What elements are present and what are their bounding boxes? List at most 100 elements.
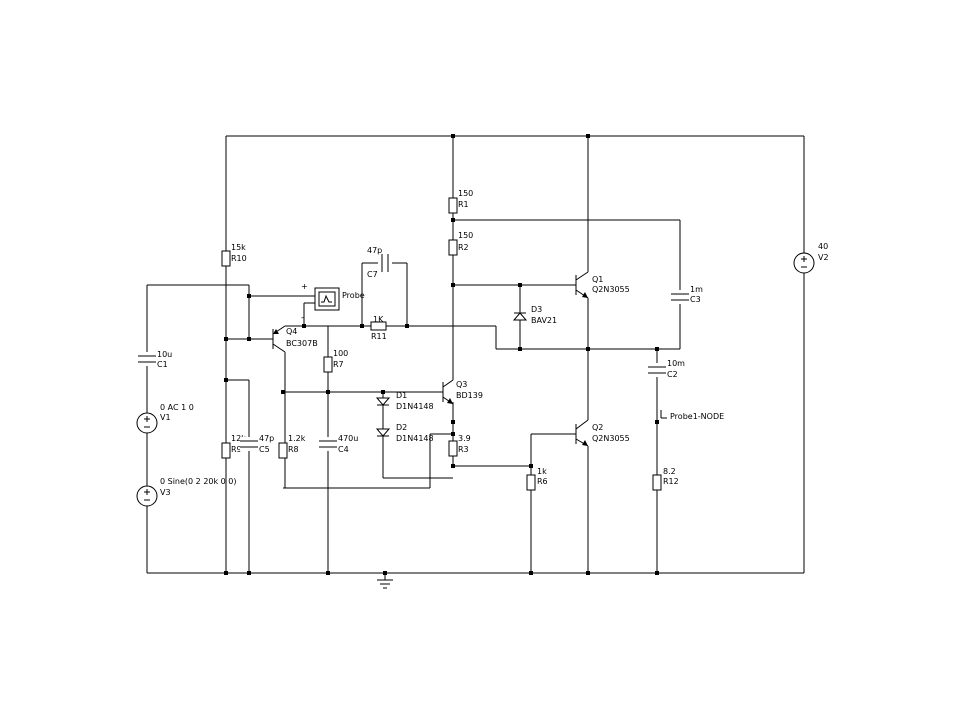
- d2-value: D1N4148: [396, 434, 434, 443]
- resistor-body[interactable]: [448, 239, 458, 256]
- resistor-r8[interactable]: 1.2k R8: [278, 434, 306, 459]
- probe-node-label: Probe1-NODE: [670, 412, 724, 421]
- resistor-r12[interactable]: 8.2 R12: [652, 467, 679, 491]
- transistor-q3[interactable]: Q3 BD139: [442, 379, 483, 405]
- v3-ref: V3: [160, 488, 171, 497]
- resistor-body[interactable]: [526, 474, 536, 491]
- resistor-r2[interactable]: 150 R2: [448, 231, 473, 256]
- voltage-source-v2[interactable]: 40 V2: [793, 242, 829, 274]
- probe-node-marker[interactable]: Probe1-NODE: [660, 410, 724, 421]
- r1-value: 150: [458, 189, 473, 198]
- resistor-body[interactable]: [221, 442, 231, 459]
- v1-value: 0 AC 1 0: [160, 403, 194, 412]
- d3-value: BAV21: [531, 316, 557, 325]
- capacitor-c3[interactable]: 1m C3: [671, 285, 703, 304]
- q1-value: Q2N3055: [592, 285, 630, 294]
- c3-ref: C3: [690, 295, 701, 304]
- r1-ref: R1: [458, 200, 469, 209]
- r7-ref: R7: [333, 360, 344, 369]
- r10-ref: R10: [231, 254, 247, 263]
- wires: [146, 135, 805, 574]
- c2-ref: C2: [667, 370, 678, 379]
- resistor-body[interactable]: [323, 356, 333, 373]
- voltage-source-v1[interactable]: 0 AC 1 0 V1: [136, 403, 194, 434]
- r3-value: 3.9: [458, 434, 471, 443]
- v3-value: 0 Sine(0 2 20k 0 0): [160, 477, 237, 486]
- transistor-q4[interactable]: Q4 BC307B: [272, 325, 318, 353]
- probe-minus: -: [301, 313, 304, 322]
- capacitor-c7[interactable]: 47p C7: [367, 246, 392, 279]
- resistor-r1[interactable]: 150 R1: [448, 189, 473, 214]
- c4-ref: C4: [338, 445, 349, 454]
- voltage-source-icon[interactable]: [136, 412, 158, 434]
- r3-ref: R3: [458, 445, 469, 454]
- diode-d2[interactable]: D2 D1N4148: [375, 423, 434, 443]
- resistor-body[interactable]: [448, 197, 458, 214]
- c5-ref: C5: [259, 445, 270, 454]
- resistor-r3[interactable]: 3.9 R3: [448, 434, 471, 457]
- ground-icon: [377, 573, 393, 589]
- q2-value: Q2N3055: [592, 434, 630, 443]
- capacitor-c2[interactable]: 10m C2: [648, 359, 685, 379]
- r6-ref: R6: [537, 477, 548, 486]
- resistor-body[interactable]: [278, 442, 288, 459]
- capacitor-c5[interactable]: 47p C5: [240, 434, 274, 454]
- r2-value: 150: [458, 231, 473, 240]
- r2-ref: R2: [458, 243, 469, 252]
- c7-ref: C7: [367, 270, 378, 279]
- r11-ref: R11: [371, 332, 387, 341]
- diode-d3[interactable]: D3 BAV21: [512, 305, 557, 325]
- probe-plus: +: [301, 282, 308, 291]
- r9-value: 12k: [231, 434, 246, 443]
- probe-label: Probe: [342, 291, 365, 300]
- q3-value: BD139: [456, 391, 483, 400]
- v2-ref: V2: [818, 253, 829, 262]
- r11-value: 1K: [373, 315, 384, 324]
- probe[interactable]: + - Probe: [301, 282, 365, 326]
- capacitor-c1[interactable]: 10u C1: [138, 350, 172, 369]
- transistor-q2[interactable]: Q2 Q2N3055: [575, 419, 630, 447]
- capacitor-c4[interactable]: 470u C4: [319, 434, 358, 454]
- resistor-body[interactable]: [221, 250, 231, 267]
- r12-value: 8.2: [663, 467, 676, 476]
- c4-value: 470u: [338, 434, 358, 443]
- r8-value: 1.2k: [288, 434, 306, 443]
- junction-dots: [224, 134, 659, 575]
- q1-ref: Q1: [592, 275, 603, 284]
- r10-value: 15k: [231, 243, 246, 252]
- resistor-r7[interactable]: 100 R7: [323, 349, 348, 373]
- resistor-r9[interactable]: 12k R9: [221, 434, 246, 459]
- voltage-source-icon[interactable]: [136, 485, 158, 507]
- v1-ref: V1: [160, 413, 171, 422]
- r7-value: 100: [333, 349, 348, 358]
- c5-value: 47p: [259, 434, 274, 443]
- resistor-body[interactable]: [448, 440, 458, 457]
- diode-d1[interactable]: D1 D1N4148: [375, 391, 434, 411]
- d1-ref: D1: [396, 391, 407, 400]
- c3-value: 1m: [690, 285, 703, 294]
- resistor-r10[interactable]: 15k R10: [221, 243, 247, 267]
- d3-ref: D3: [531, 305, 542, 314]
- transistor-q1[interactable]: Q1 Q2N3055: [575, 271, 630, 299]
- q4-ref: Q4: [286, 327, 297, 336]
- voltage-source-icon[interactable]: [793, 252, 815, 274]
- resistor-body[interactable]: [652, 474, 662, 491]
- resistor-r11[interactable]: 1K R11: [370, 315, 387, 341]
- q3-ref: Q3: [456, 380, 467, 389]
- c2-value: 10m: [667, 359, 685, 368]
- r6-value: 1k: [537, 467, 547, 476]
- voltage-source-v3[interactable]: 0 Sine(0 2 20k 0 0) V3: [136, 477, 237, 507]
- c7-value: 47p: [367, 246, 382, 255]
- resistor-r6[interactable]: 1k R6: [526, 467, 548, 491]
- d2-ref: D2: [396, 423, 407, 432]
- resistor-body[interactable]: [370, 321, 387, 331]
- d1-value: D1N4148: [396, 402, 434, 411]
- c1-value: 10u: [157, 350, 172, 359]
- q4-value: BC307B: [286, 339, 318, 348]
- q2-ref: Q2: [592, 423, 603, 432]
- r12-ref: R12: [663, 477, 679, 486]
- v2-value: 40: [818, 242, 828, 251]
- c1-ref: C1: [157, 360, 168, 369]
- r8-ref: R8: [288, 445, 299, 454]
